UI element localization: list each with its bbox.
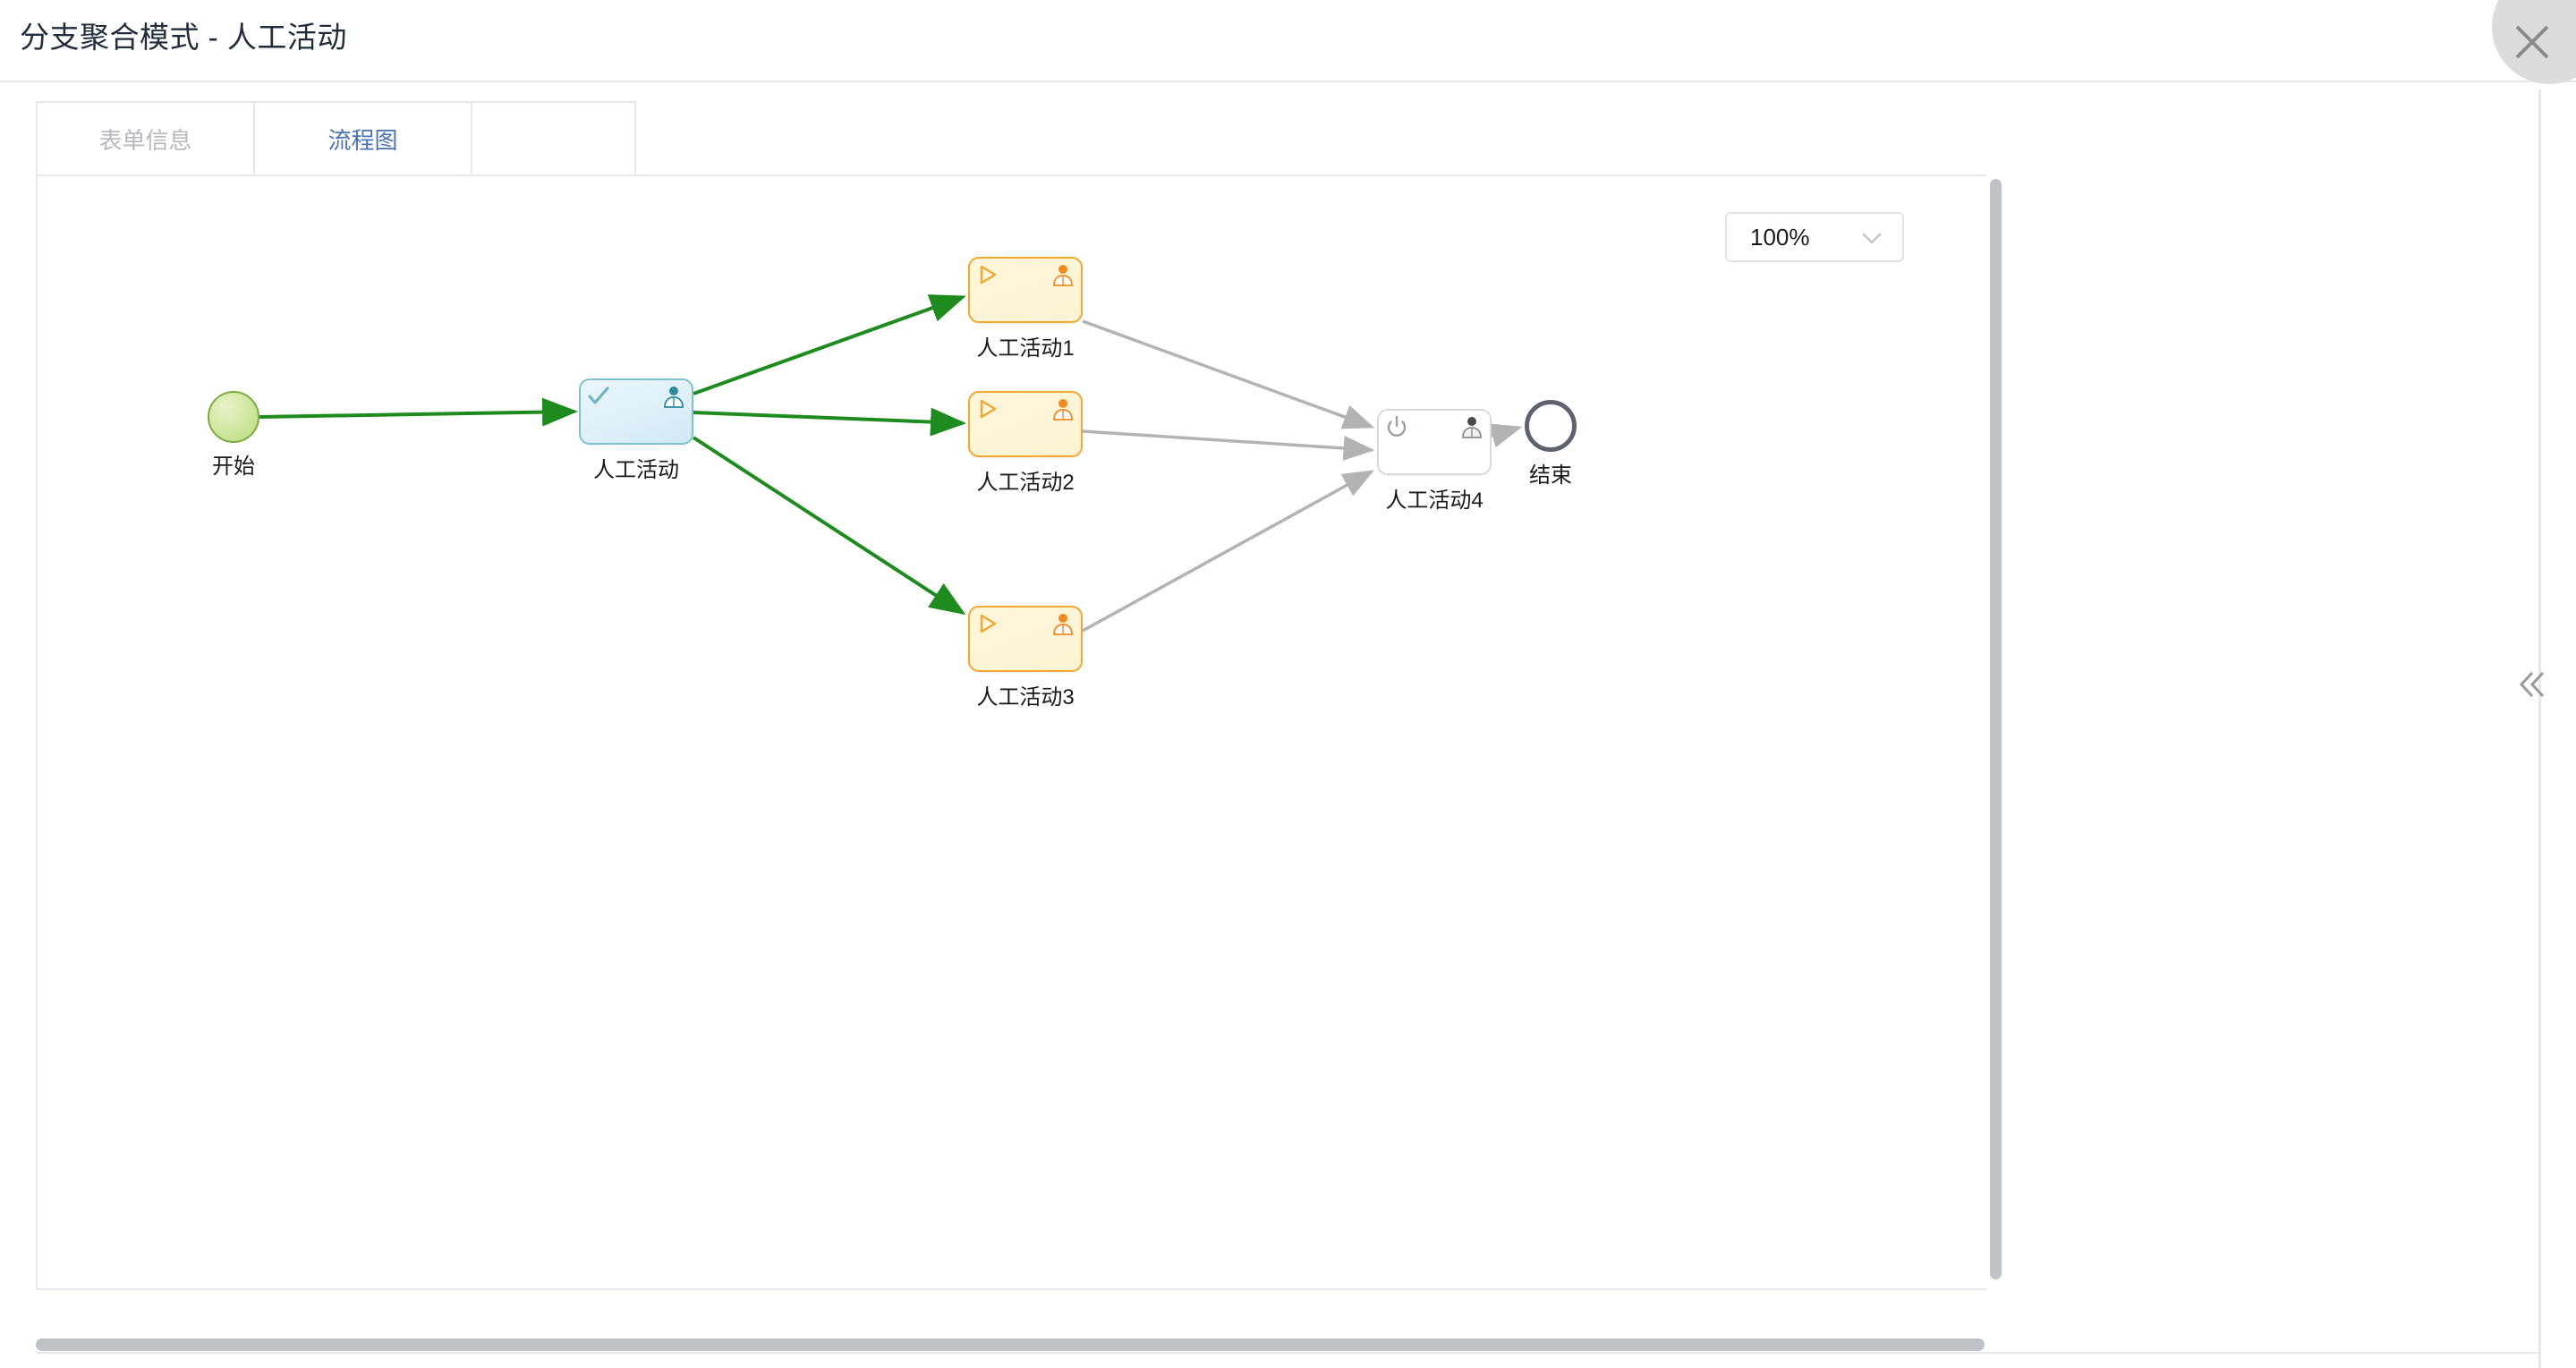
tab-bar-filler	[471, 101, 636, 176]
node-task0-label: 人工活动	[593, 458, 679, 482]
tab-form-info-label: 表单信息	[98, 126, 192, 154]
tab-form-info[interactable]: 表单信息	[36, 101, 253, 176]
tab-flow-chart-label: 流程图	[327, 126, 398, 154]
edge-task3-task4	[1082, 470, 1375, 633]
node-end-label: 结束	[1529, 463, 1572, 488]
close-icon[interactable]	[2492, 0, 2576, 84]
dialog-header: 分支聚合模式 - 人工活动	[0, 0, 2576, 84]
node-start[interactable]: 开始	[208, 391, 259, 479]
vertical-scrollbar[interactable]	[1988, 174, 2002, 1290]
edge-task0-task2	[693, 407, 966, 437]
edge-task0-task1	[693, 294, 966, 395]
person-icon	[662, 385, 685, 412]
tab-bar: 表单信息 流程图	[36, 101, 636, 176]
user-task-shape	[579, 378, 693, 445]
vertical-scrollbar-thumb[interactable]	[1990, 179, 2002, 1279]
user-task-shape	[968, 257, 1083, 323]
node-task3-label: 人工活动3	[976, 685, 1075, 709]
node-end[interactable]: 结束	[1525, 400, 1577, 488]
flow-edges	[259, 294, 1523, 633]
user-task-shape	[968, 391, 1083, 457]
edge-task0-task3	[692, 436, 966, 616]
tab-flow-chart[interactable]: 流程图	[253, 101, 471, 176]
person-icon	[1051, 397, 1075, 425]
node-task0[interactable]: 人工活动	[579, 378, 693, 482]
user-task-shape	[1377, 409, 1492, 475]
user-task-shape	[968, 606, 1083, 672]
node-task4[interactable]: 人工活动4	[1377, 409, 1492, 513]
check-icon	[587, 385, 610, 412]
node-task2-label: 人工活动2	[976, 471, 1075, 495]
horizontal-scrollbar[interactable]	[36, 1338, 2541, 1354]
chevron-down-icon	[1861, 229, 1883, 253]
node-task4-label: 人工活动4	[1385, 489, 1484, 513]
person-icon	[1460, 415, 1484, 443]
person-icon	[1051, 612, 1075, 640]
end-event-shape	[1525, 400, 1577, 452]
person-icon	[1051, 263, 1075, 291]
node-task1[interactable]: 人工活动1	[968, 257, 1083, 361]
zoom-level-select[interactable]: 100%	[1725, 212, 1904, 262]
horizontal-scrollbar-thumb[interactable]	[36, 1338, 1985, 1351]
flow-diagram: 开始 人工活动	[38, 176, 1986, 1288]
flow-canvas[interactable]: 开始 人工活动	[36, 174, 1986, 1290]
node-task3[interactable]: 人工活动3	[968, 606, 1083, 709]
play-icon	[976, 612, 999, 640]
play-icon	[976, 397, 999, 425]
right-panel-divider	[2538, 89, 2541, 1368]
edge-start-task0	[259, 397, 578, 427]
edge-task2-task4	[1082, 429, 1375, 461]
edge-task1-task4	[1082, 319, 1375, 429]
power-icon	[1385, 415, 1408, 443]
node-task1-label: 人工活动1	[976, 336, 1075, 361]
page-title: 分支聚合模式 - 人工活动	[20, 21, 347, 54]
start-event-shape	[208, 391, 259, 443]
zoom-level-value: 100%	[1750, 223, 1810, 251]
node-start-label: 开始	[212, 455, 255, 479]
play-icon	[976, 263, 999, 291]
double-chevron-left-icon[interactable]	[2512, 664, 2554, 705]
edge-task4-end	[1488, 423, 1523, 448]
node-task2[interactable]: 人工活动2	[968, 391, 1083, 495]
